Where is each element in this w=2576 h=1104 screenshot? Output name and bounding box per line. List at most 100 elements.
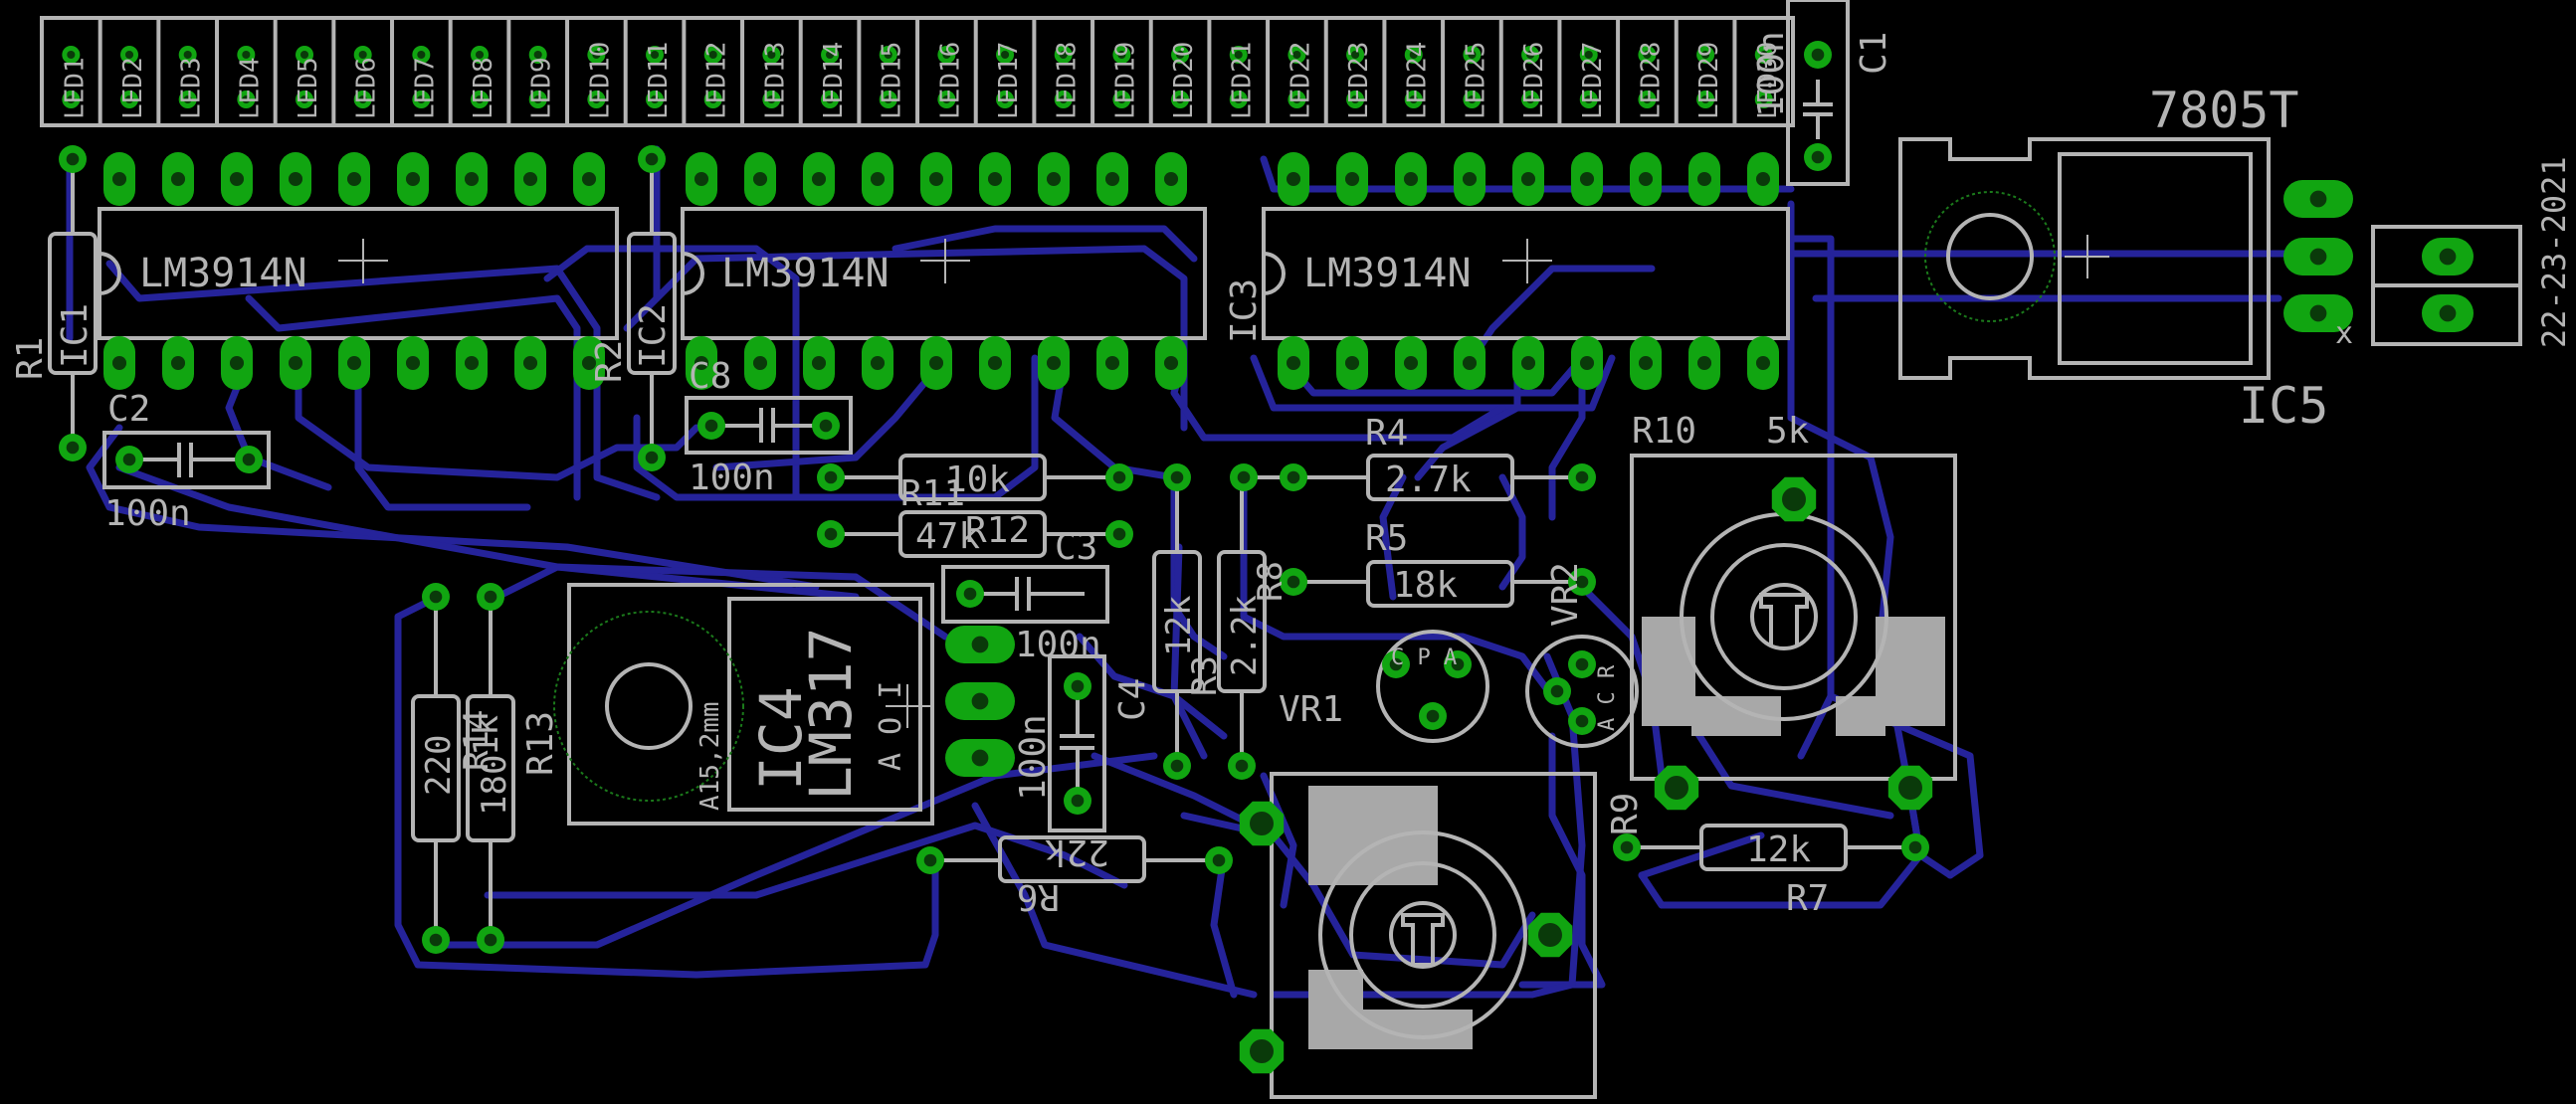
pad-hole [346,171,362,187]
round-pad [646,46,665,64]
pad-hole [884,50,892,60]
oval-pad [979,152,1011,206]
trimmer-bottom-pointer [1401,913,1445,967]
pad-hole [1286,355,1301,371]
pad-hole [592,94,601,104]
round-pad [821,91,840,108]
oval-pad [1336,336,1368,390]
oval-pad [920,152,952,206]
pad-hole [1344,171,1360,187]
round-pad [235,446,263,473]
pad-hole [429,933,443,947]
pad-hole [581,355,597,371]
pad-hole [1409,94,1418,104]
round-pad [1112,91,1131,108]
pad-hole [1462,355,1478,371]
r4-value-label: 2.7k [1385,460,1472,500]
c1-symbol [1803,80,1833,139]
round-pad [646,91,665,108]
pad-hole [1908,840,1922,854]
round-pad [587,46,606,64]
led-label: LED23 [1344,42,1374,119]
c2-value-label: 100n [104,493,191,534]
vr2-body [1525,635,1639,748]
round-pad [1105,463,1133,491]
r10-knob [1710,543,1858,690]
pad-hole [987,355,1003,371]
octagon-pad [1527,912,1573,958]
c1-ref-label: C1 [1854,32,1894,75]
pad-hole [484,933,497,947]
led-label: LED30 [1753,42,1783,119]
round-pad [1444,650,1472,678]
pad-hole [299,50,309,60]
round-pad [1463,46,1482,64]
trace [712,354,949,471]
pad-hole [1163,171,1179,187]
pad-hole [592,50,601,60]
ic5-part-label: 7805T [2149,82,2299,139]
led-label: LED4 [235,57,265,119]
pad-hole [942,50,951,60]
round-pad [471,91,490,108]
round-pad [62,91,81,108]
round-pad [1205,846,1233,874]
round-pad [1568,463,1596,491]
copper-pads [59,41,2474,1074]
pad-hole [1643,94,1652,104]
date-label: 22-23-2021 [2535,156,2573,348]
pad-hole [1117,94,1126,104]
silkscreen [40,0,2522,1099]
pad-hole [533,94,542,104]
round-pad [821,46,840,64]
ic4-ref-label: IC4 [747,686,815,791]
oval-pad [1278,336,1309,390]
pad-hole [1104,355,1120,371]
oval-pad [1155,336,1187,390]
pad-hole [358,50,367,60]
octagon-pad [1654,765,1699,811]
pad-hole [694,171,709,187]
round-pad [1568,707,1596,735]
pad-hole [111,355,127,371]
pad-hole [645,152,659,166]
pad-hole [1403,171,1419,187]
c1-outline [1786,0,1850,186]
pour [1836,696,1885,736]
pad-hole [66,152,80,166]
round-pad [1105,520,1133,548]
pad-hole [1451,657,1465,671]
pad-hole [464,355,480,371]
r8-ref-label: R8 [1251,561,1290,602]
ic5-ref-label: IC5 [2239,377,2328,435]
pad-hole [1234,50,1243,60]
pad-hole [1643,50,1652,60]
oval-pad [573,152,605,206]
pad-hole [299,94,309,104]
oval-pad [979,336,1011,390]
r5-value-label: 18k [1393,565,1458,606]
oval-pad [280,336,311,390]
c3-ref-label: C3 [1055,527,1097,568]
round-pad [1804,143,1832,171]
ic4-part-label: LM317 [797,627,865,801]
connector-pin-label: x [2335,316,2353,351]
pad-hole [1520,355,1536,371]
round-pad [1346,46,1365,64]
round-pad [1288,91,1306,108]
pad-hole [522,171,538,187]
pad-hole [1575,470,1589,484]
round-pad [1280,568,1307,596]
oval-pad [573,336,605,390]
c8-value-label: 100n [689,458,775,498]
c4-ref-label: C4 [1112,678,1153,721]
origin-mark [2065,235,2109,278]
trace [105,260,661,501]
led-label: LED19 [1110,42,1140,119]
oval-pad [1454,152,1486,206]
trace [1210,851,1238,999]
pad-hole [825,94,835,104]
pad-hole [124,50,134,60]
pad-hole [752,355,768,371]
trace [1270,652,1586,999]
